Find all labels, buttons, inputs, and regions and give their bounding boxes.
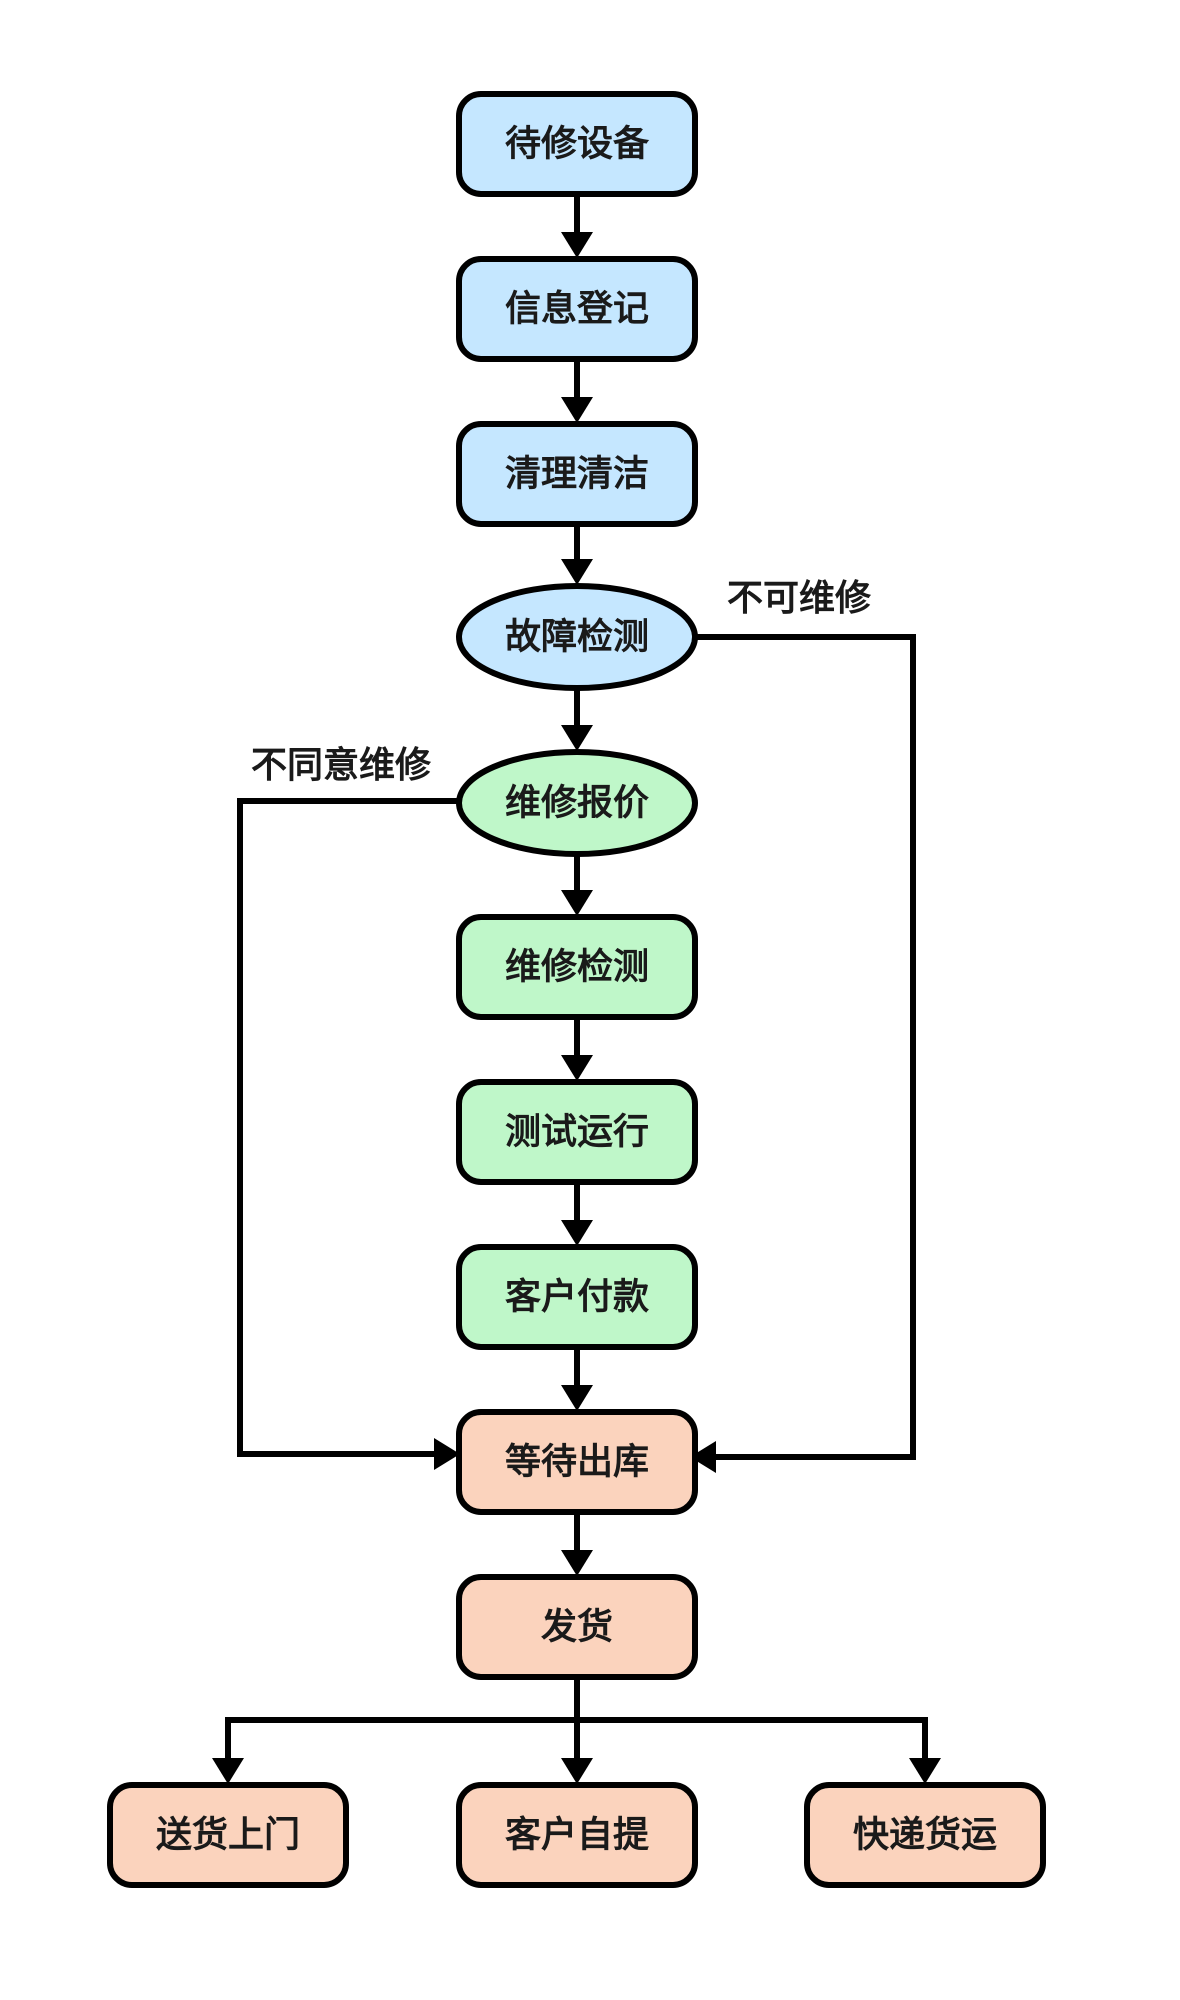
edge-repair-declined <box>237 798 459 1457</box>
node-label: 等待出库 <box>505 1442 649 1483</box>
node-customer-pickup: 客户自提 <box>456 1782 698 1888</box>
node-ship: 发货 <box>456 1574 698 1680</box>
node-box <box>456 91 698 197</box>
node-box <box>456 1574 698 1680</box>
arrowhead <box>909 1758 941 1784</box>
node-ellipse <box>456 749 698 857</box>
arrowhead <box>561 1385 593 1411</box>
node-box <box>456 1782 698 1888</box>
node-await-outbound: 等待出库 <box>456 1409 698 1515</box>
node-label: 信息登记 <box>505 289 649 330</box>
arrowhead <box>561 559 593 585</box>
node-express-freight: 快递货运 <box>804 1782 1046 1888</box>
node-label: 维修检测 <box>505 947 649 988</box>
arrowhead <box>690 1441 716 1473</box>
node-customer-payment: 客户付款 <box>456 1244 698 1350</box>
node-box <box>456 1244 698 1350</box>
node-box <box>456 914 698 1020</box>
connectors <box>212 194 941 1784</box>
edge-not-repairable <box>695 634 916 1460</box>
arrowhead <box>561 725 593 751</box>
node-label: 送货上门 <box>156 1815 300 1856</box>
arrowhead <box>561 232 593 258</box>
node-ellipse <box>456 583 698 691</box>
arrowhead <box>561 890 593 916</box>
node-label: 清理清洁 <box>505 454 649 495</box>
edge-ship-to-express <box>577 1717 928 1758</box>
node-clean: 清理清洁 <box>456 421 698 527</box>
node-label: 故障检测 <box>505 617 649 658</box>
node-box <box>456 256 698 362</box>
node-fault-detection: 故障检测 <box>456 583 698 691</box>
node-label: 待修设备 <box>505 124 650 165</box>
node-box <box>456 1409 698 1515</box>
node-label: 发货 <box>541 1607 613 1648</box>
edge-label-not-repairable: 不可维修 <box>727 578 872 619</box>
node-test-run: 测试运行 <box>456 1079 698 1185</box>
node-label: 维修报价 <box>505 783 649 824</box>
arrowhead <box>561 1550 593 1576</box>
node-box <box>456 1079 698 1185</box>
node-label: 快递货运 <box>853 1815 997 1856</box>
node-box <box>107 1782 349 1888</box>
node-home-delivery: 送货上门 <box>107 1782 349 1888</box>
arrowhead <box>561 1758 593 1784</box>
edge-label-repair-declined: 不同意维修 <box>251 745 432 786</box>
node-label: 客户自提 <box>505 1815 649 1856</box>
node-repair-quote: 维修报价 <box>456 749 698 857</box>
node-pending-device: 待修设备 <box>456 91 698 197</box>
edge-ship-split <box>225 1677 580 1758</box>
arrowhead <box>212 1758 244 1784</box>
arrowhead <box>561 397 593 423</box>
node-info-registration: 信息登记 <box>456 256 698 362</box>
node-box <box>456 421 698 527</box>
node-repair-check: 维修检测 <box>456 914 698 1020</box>
node-label: 测试运行 <box>505 1112 649 1153</box>
arrowhead <box>561 1055 593 1081</box>
node-label: 客户付款 <box>505 1277 649 1318</box>
arrowhead <box>561 1220 593 1246</box>
arrowhead <box>434 1438 460 1470</box>
node-box <box>804 1782 1046 1888</box>
